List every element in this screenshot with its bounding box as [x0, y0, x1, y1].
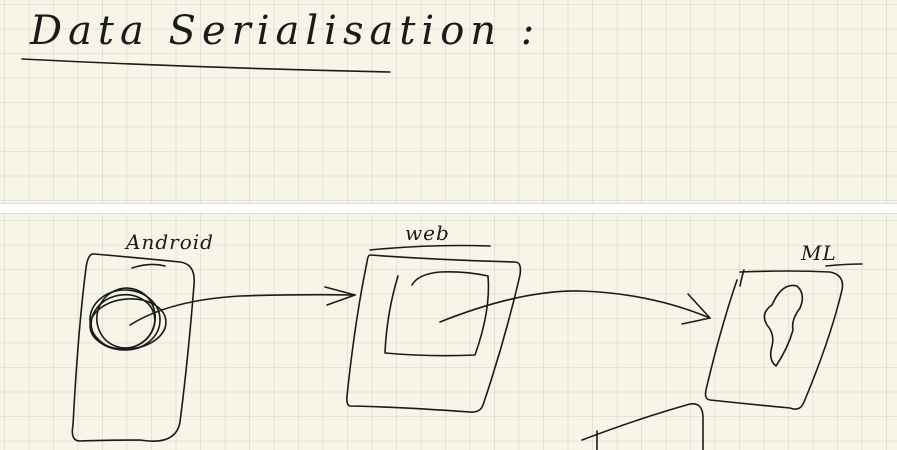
- web-label-underline: [369, 244, 491, 251]
- window-inner-frame: [384, 271, 490, 357]
- page-separator: [0, 203, 897, 214]
- ml-frame-stroke: [739, 269, 745, 287]
- title-underline: [21, 58, 391, 73]
- node-android: Android: [71, 230, 214, 442]
- android-label-underline: [131, 263, 166, 269]
- phone-screen-scribble-ring-3: [89, 298, 167, 350]
- arrow-android-web: [129, 293, 356, 326]
- arrow-web-ml: [439, 290, 711, 323]
- ml-label: ML: [800, 241, 837, 265]
- edge-android-web: [129, 286, 356, 326]
- page-title: Data Serialisation :: [29, 8, 540, 54]
- window-inner-left: [384, 275, 399, 353]
- phone-sketch-icon: [71, 253, 196, 442]
- window-sketch-icon: [346, 254, 522, 413]
- android-label: Android: [124, 230, 214, 254]
- ml-label-underline: [825, 263, 863, 267]
- arrow-head-icon: [324, 286, 356, 306]
- partial-box-outline: [581, 402, 704, 450]
- ml-scribble-figure: [763, 284, 804, 367]
- phone-screen-scribble-ring-2: [96, 287, 156, 349]
- notebook-page-top: [0, 0, 897, 203]
- node-ml: ML: [704, 241, 863, 410]
- node-web: web: [346, 221, 522, 413]
- phone-screen-scribble-icon: [89, 289, 161, 351]
- web-label: web: [405, 221, 450, 245]
- edge-web-ml: [439, 290, 711, 325]
- partial-sketch-bottom: [581, 402, 704, 450]
- person-sketch-icon: [704, 270, 844, 410]
- arrow-head-icon: [681, 293, 711, 325]
